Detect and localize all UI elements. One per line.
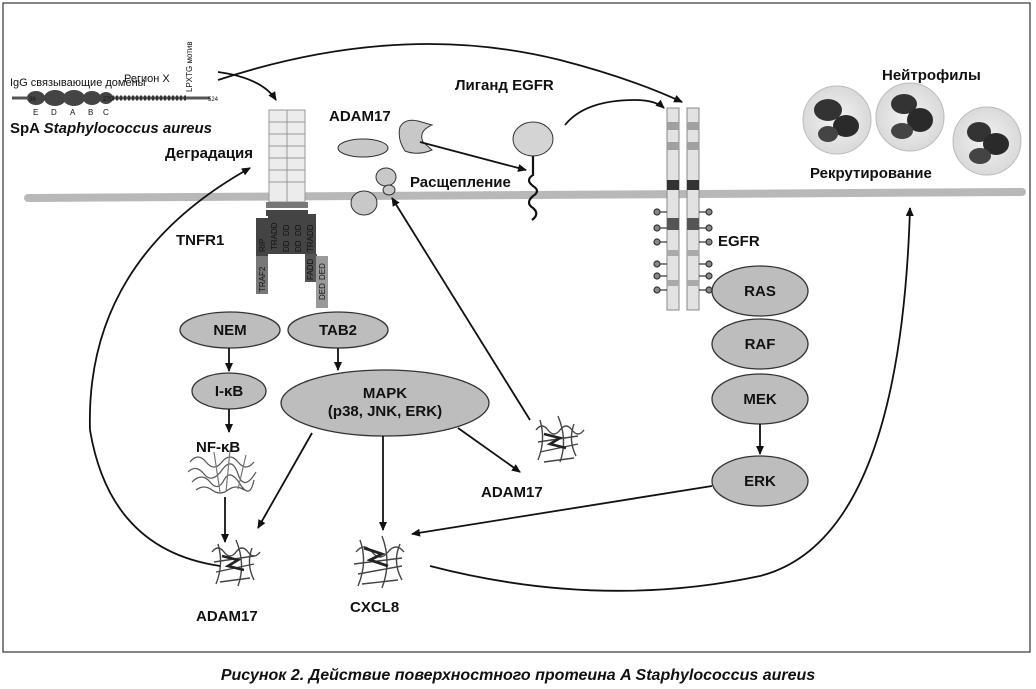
- cxcl8-label: CXCL8: [350, 599, 399, 616]
- degradation-label: Деградация: [165, 145, 253, 162]
- nfkb-label: NF-κB: [196, 439, 240, 456]
- dd-label: DED: [318, 263, 327, 280]
- spa-domain-letter: A: [70, 108, 76, 117]
- arrows: [89, 43, 914, 592]
- tnfr1-label: TNFR1: [176, 232, 224, 249]
- node-mapk-sublabel: (p38, JNK, ERK): [328, 403, 442, 420]
- recruitment-label: Рекрутирование: [810, 165, 932, 182]
- dd-label: DD: [294, 224, 303, 236]
- cxcl8-structure: [353, 535, 405, 589]
- arrow-spa-to-egfr: [217, 43, 683, 103]
- node-ras-label: RAS: [744, 283, 776, 300]
- arrow-mapk-to-adam17-mid: [457, 427, 521, 473]
- spa-domains-label: IgG связывающие домены: [10, 77, 146, 89]
- spa-number: 524: [208, 97, 219, 103]
- arrow-erk-to-cxcl8: [411, 485, 713, 537]
- dd-label: FADD: [306, 258, 315, 280]
- dd-label: TRADD: [306, 224, 315, 252]
- arrow-adam17-to-degradation: [89, 167, 251, 567]
- neutrophils-label: Нейтрофилы: [882, 67, 981, 84]
- adam17-membrane: [337, 119, 434, 216]
- dd-label: TRADD: [270, 222, 279, 250]
- spa-domain-letter: C: [103, 108, 109, 117]
- node-mek-label: MEK: [743, 391, 777, 408]
- dd-label: DD: [294, 240, 303, 252]
- adam17-bottom-label: ADAM17: [196, 608, 258, 625]
- tnfr1-receptor: TRAF2 RIP TRADD DD DD DD DD TRADD FADD D…: [256, 109, 328, 308]
- arrow-mapk-to-adam17-bottom: [257, 432, 313, 529]
- adam17-top-label: ADAM17: [329, 108, 391, 125]
- node-nem-label: NEM: [213, 322, 246, 339]
- spa-region-label: Регион X: [124, 73, 170, 85]
- arrow-ligand-to-egfr: [564, 99, 665, 126]
- node-erk-label: ERK: [744, 473, 776, 490]
- neutrophil-cell: [875, 82, 945, 152]
- spa-lpxtg-label: LPXTG мотив: [185, 41, 194, 92]
- dd-label: DED: [318, 283, 327, 300]
- spa-domain-letter: D: [51, 108, 57, 117]
- adam17-structure: [211, 539, 261, 587]
- arrow-cxcl8-to-neutrophils: [429, 207, 914, 592]
- node-ikb: I-κB: [191, 372, 267, 410]
- node-mapk-label: MAPK: [363, 385, 407, 402]
- node-ikb-label: I-κB: [215, 383, 244, 400]
- dd-label: DD: [282, 224, 291, 236]
- egfr-label: EGFR: [718, 233, 760, 250]
- egfr-ligand: [512, 121, 554, 221]
- node-mek: MEK: [711, 373, 809, 425]
- node-tab2-label: TAB2: [319, 322, 357, 339]
- spa-number: 270: [103, 97, 114, 103]
- nfkb-structure: [187, 449, 257, 494]
- dd-label: RIP: [258, 239, 267, 252]
- egfr-ligand-label: Лиганд EGFR: [455, 77, 554, 94]
- arrow-adam17-mid-to-membrane: [391, 197, 531, 421]
- dd-label: TRAF2: [258, 266, 267, 292]
- spa-domain-letter: E: [33, 108, 38, 117]
- figure-caption: Рисунок 2. Действие поверхностного проте…: [221, 667, 815, 684]
- spa-protein: IgG связывающие домены Регион X LPXTG мо…: [10, 41, 219, 137]
- figure-frame: [2, 2, 1031, 653]
- cleavage-label: Расщепление: [410, 174, 511, 191]
- egfr-receptor: [653, 107, 713, 311]
- node-nem: NEM: [179, 311, 281, 349]
- spa-domain-letter: B: [88, 108, 93, 117]
- adam17-structure: [535, 415, 585, 463]
- cell-membrane: [24, 188, 1026, 202]
- adam17-mid-label: ADAM17: [481, 484, 543, 501]
- arrow-spa-to-tnfr1: [217, 71, 277, 101]
- node-erk: ERK: [711, 455, 809, 507]
- spa-number: 36: [29, 97, 36, 103]
- node-mapk: MAPK (p38, JNK, ERK): [280, 369, 490, 437]
- dd-label: DD: [282, 240, 291, 252]
- neutrophil-cell: [952, 106, 1022, 176]
- neutrophil-cell: [802, 85, 872, 155]
- node-ras: RAS: [711, 265, 809, 317]
- arrow-adam17-to-ligand: [419, 141, 527, 172]
- node-tab2: TAB2: [287, 311, 389, 349]
- node-raf: RAF: [711, 318, 809, 370]
- node-raf-label: RAF: [745, 336, 776, 353]
- spa-title: SpA Staphylococcus aureus: [10, 120, 212, 137]
